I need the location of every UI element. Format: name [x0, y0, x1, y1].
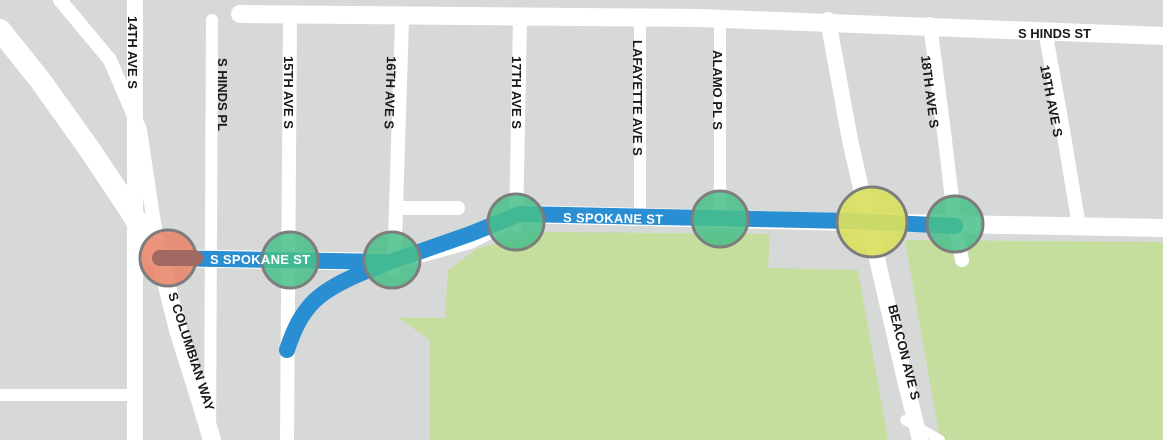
- street-label-16th-ave: 16TH AVE S: [381, 56, 399, 130]
- park-area-east: [905, 240, 1163, 440]
- intersection-marker-green[interactable]: [925, 194, 985, 254]
- spokane-label-west: S SPOKANE ST: [210, 252, 310, 267]
- street-label-s-hinds-st: S HINDS ST: [1018, 26, 1091, 41]
- park-area: [398, 232, 888, 440]
- street-label-alamo: ALAMO PL S: [710, 50, 725, 130]
- intersection-marker-green[interactable]: [690, 189, 750, 249]
- street-label-15th-ave: 15TH AVE S: [281, 56, 296, 129]
- spokane-label-east: S SPOKANE ST: [563, 210, 664, 227]
- street-label-lafayette: LAFAYETTE AVE S: [630, 40, 645, 156]
- intersection-markers: [138, 185, 985, 290]
- street-label-17th-ave: 17TH AVE S: [509, 56, 524, 129]
- intersection-marker-green[interactable]: [486, 192, 546, 252]
- intersection-marker-green[interactable]: [260, 230, 320, 290]
- street-label-s-hinds-pl: S HINDS PL: [215, 58, 230, 131]
- intersection-marker-yellow[interactable]: [835, 185, 909, 259]
- intersection-marker-green[interactable]: [362, 230, 422, 290]
- street-label-14th-ave: 14TH AVE S: [125, 16, 140, 89]
